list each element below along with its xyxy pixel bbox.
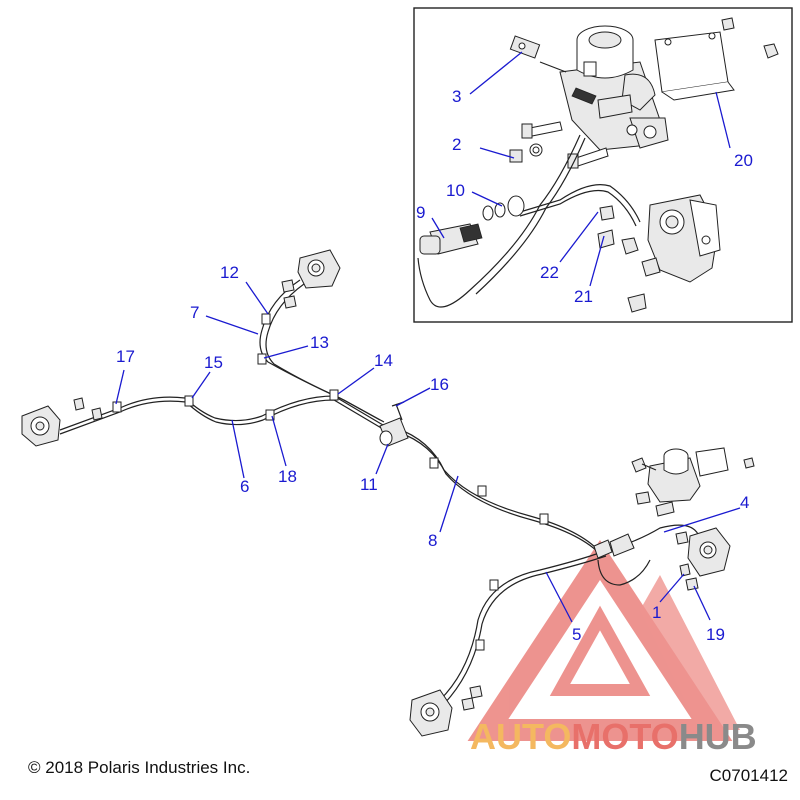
callout-21: 21 <box>574 287 593 306</box>
watermark-moto: MOTO <box>571 716 679 757</box>
front-right-caliper <box>281 249 341 309</box>
callout-2: 2 <box>452 135 461 154</box>
master-cylinder-assembly <box>593 447 755 559</box>
callout-10: 10 <box>446 181 465 200</box>
bracket-detail <box>654 17 779 101</box>
callout-17: 17 <box>116 347 135 366</box>
inset-detail-box <box>413 7 793 323</box>
copyright-notice: © 2018 Polaris Industries Inc. <box>28 758 251 777</box>
callout-20: 20 <box>734 151 753 170</box>
callout-4: 4 <box>740 493 749 512</box>
callout-11: 11 <box>360 475 378 494</box>
rear-left-caliper <box>409 685 483 737</box>
brake-line-routing <box>59 279 699 705</box>
callout-13: 13 <box>310 333 329 352</box>
watermark-text: AUTOMOTOHUB <box>470 716 757 758</box>
callout-9: 9 <box>416 203 425 222</box>
watermark-hub: HUB <box>678 716 757 757</box>
callout-labels: 1 2 3 4 5 6 7 8 9 10 11 12 13 14 15 16 1… <box>116 87 753 644</box>
junction-block <box>379 401 409 447</box>
callout-5: 5 <box>572 625 581 644</box>
bolts-detail <box>509 121 609 169</box>
rear-right-caliper <box>675 527 731 591</box>
master-cylinder-detail <box>509 25 669 151</box>
caliper-detail <box>597 194 721 313</box>
watermark-auto: AUTO <box>470 716 572 757</box>
callout-6: 6 <box>240 477 249 496</box>
drawing-number: C0701412 <box>709 766 788 785</box>
line-clips <box>112 313 549 651</box>
front-left-caliper <box>21 397 103 447</box>
callout-12: 12 <box>220 263 239 282</box>
callout-3: 3 <box>452 87 461 106</box>
callout-16: 16 <box>430 375 449 394</box>
callout-18: 18 <box>278 467 297 486</box>
callout-15: 15 <box>204 353 223 372</box>
callout-14: 14 <box>374 351 393 370</box>
callout-19: 19 <box>706 625 725 644</box>
banjo-fittings-detail <box>419 195 525 255</box>
leader-lines <box>115 281 741 623</box>
watermark-logo <box>467 540 740 741</box>
callout-22: 22 <box>540 263 559 282</box>
callout-1: 1 <box>652 603 661 622</box>
callout-8: 8 <box>428 531 437 550</box>
callout-7: 7 <box>190 303 199 322</box>
